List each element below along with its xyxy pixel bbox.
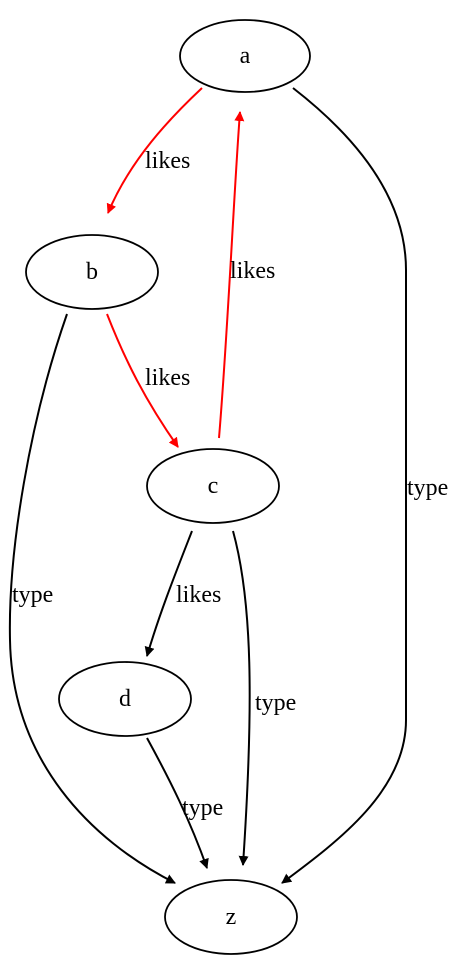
edge-path-d-z [146,737,209,869]
node-b-ellipse [25,234,159,310]
edge-a-b: likes [106,87,203,214]
edge-label-a-b: likes [145,148,190,174]
edge-c-d: likes [144,530,221,657]
node-a-ellipse [179,19,311,93]
node-b: b [25,234,159,310]
edge-c-a: likes [218,111,275,439]
edge-a-z: type [281,87,448,884]
edge-path-c-z [232,530,251,866]
nodes: a b c d z [25,19,311,955]
node-d-ellipse [58,661,192,737]
node-c: c [146,448,280,524]
edge-path-b-c [106,313,179,448]
edge-label-a-z: type [407,475,448,501]
edge-label-b-c: likes [145,365,190,391]
node-b-label: b [86,259,98,285]
edge-label-c-z: type [255,690,296,716]
edge-path-a-z [281,87,407,884]
edge-label-b-z: type [12,582,53,608]
edge-label-d-z: type [182,795,223,821]
edge-c-z: type [232,530,296,866]
edge-b-z: type [8,313,176,884]
node-z: z [164,879,298,955]
node-z-ellipse [164,879,298,955]
node-a: a [179,19,311,93]
edge-d-z: type [146,737,223,869]
edge-b-c: likes [106,313,190,448]
edge-label-c-a: likes [230,258,275,284]
node-a-label: a [240,43,251,69]
edge-path-c-a [218,111,245,439]
edge-path-a-b [106,87,203,214]
node-c-label: c [208,473,219,499]
node-d: d [58,661,192,737]
node-d-label: d [119,686,131,712]
edge-label-c-d: likes [176,582,221,608]
node-c-ellipse [146,448,280,524]
edge-path-b-z [8,313,176,884]
node-z-label: z [226,904,237,930]
edge-path-c-d [144,530,193,657]
edges: likes likes likes likes type type type [8,87,448,884]
